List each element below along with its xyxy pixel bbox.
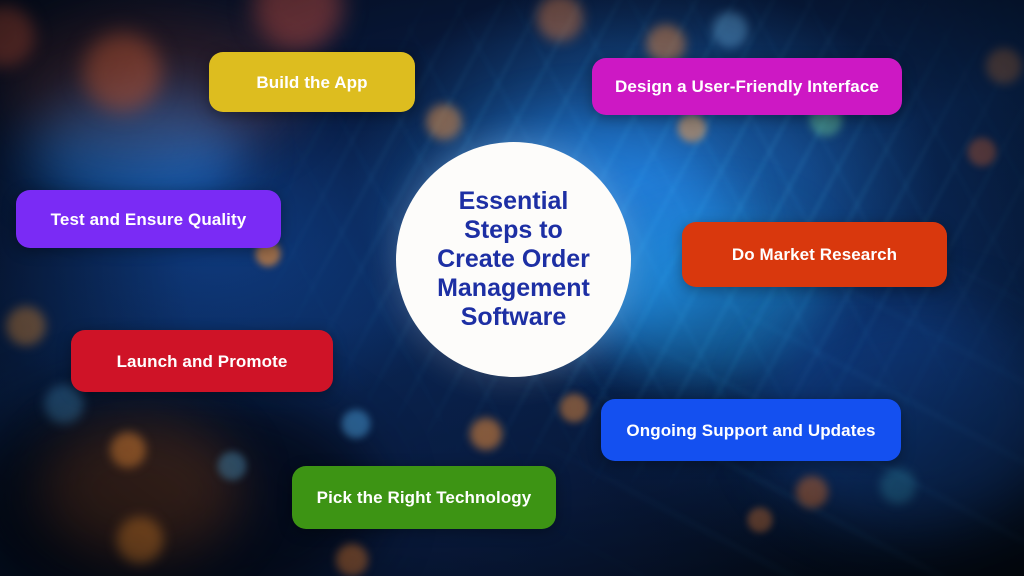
center-hub-circle: Essential Steps to Create Order Manageme…: [396, 142, 631, 377]
step-pill-design-user-friendly-interface[interactable]: Design a User-Friendly Interface: [592, 58, 902, 115]
step-pill-test-and-ensure-quality[interactable]: Test and Ensure Quality: [16, 190, 281, 248]
step-pill-do-market-research[interactable]: Do Market Research: [682, 222, 947, 287]
step-pill-pick-the-right-technology[interactable]: Pick the Right Technology: [292, 466, 556, 529]
step-pill-build-the-app[interactable]: Build the App: [209, 52, 415, 112]
step-pill-label: Test and Ensure Quality: [50, 209, 247, 229]
step-pill-label: Ongoing Support and Updates: [626, 420, 876, 440]
step-pill-label: Do Market Research: [731, 245, 898, 264]
step-pill-label: Design a User-Friendly Interface: [615, 77, 879, 96]
step-pill-label: Pick the Right Technology: [316, 488, 532, 507]
step-pill-launch-and-promote[interactable]: Launch and Promote: [71, 330, 333, 392]
center-hub-title: Essential Steps to Create Order Manageme…: [437, 187, 590, 331]
step-pill-label: Launch and Promote: [116, 351, 288, 371]
step-pill-label: Build the App: [256, 72, 368, 92]
step-pill-ongoing-support-and-updates[interactable]: Ongoing Support and Updates: [601, 399, 901, 461]
